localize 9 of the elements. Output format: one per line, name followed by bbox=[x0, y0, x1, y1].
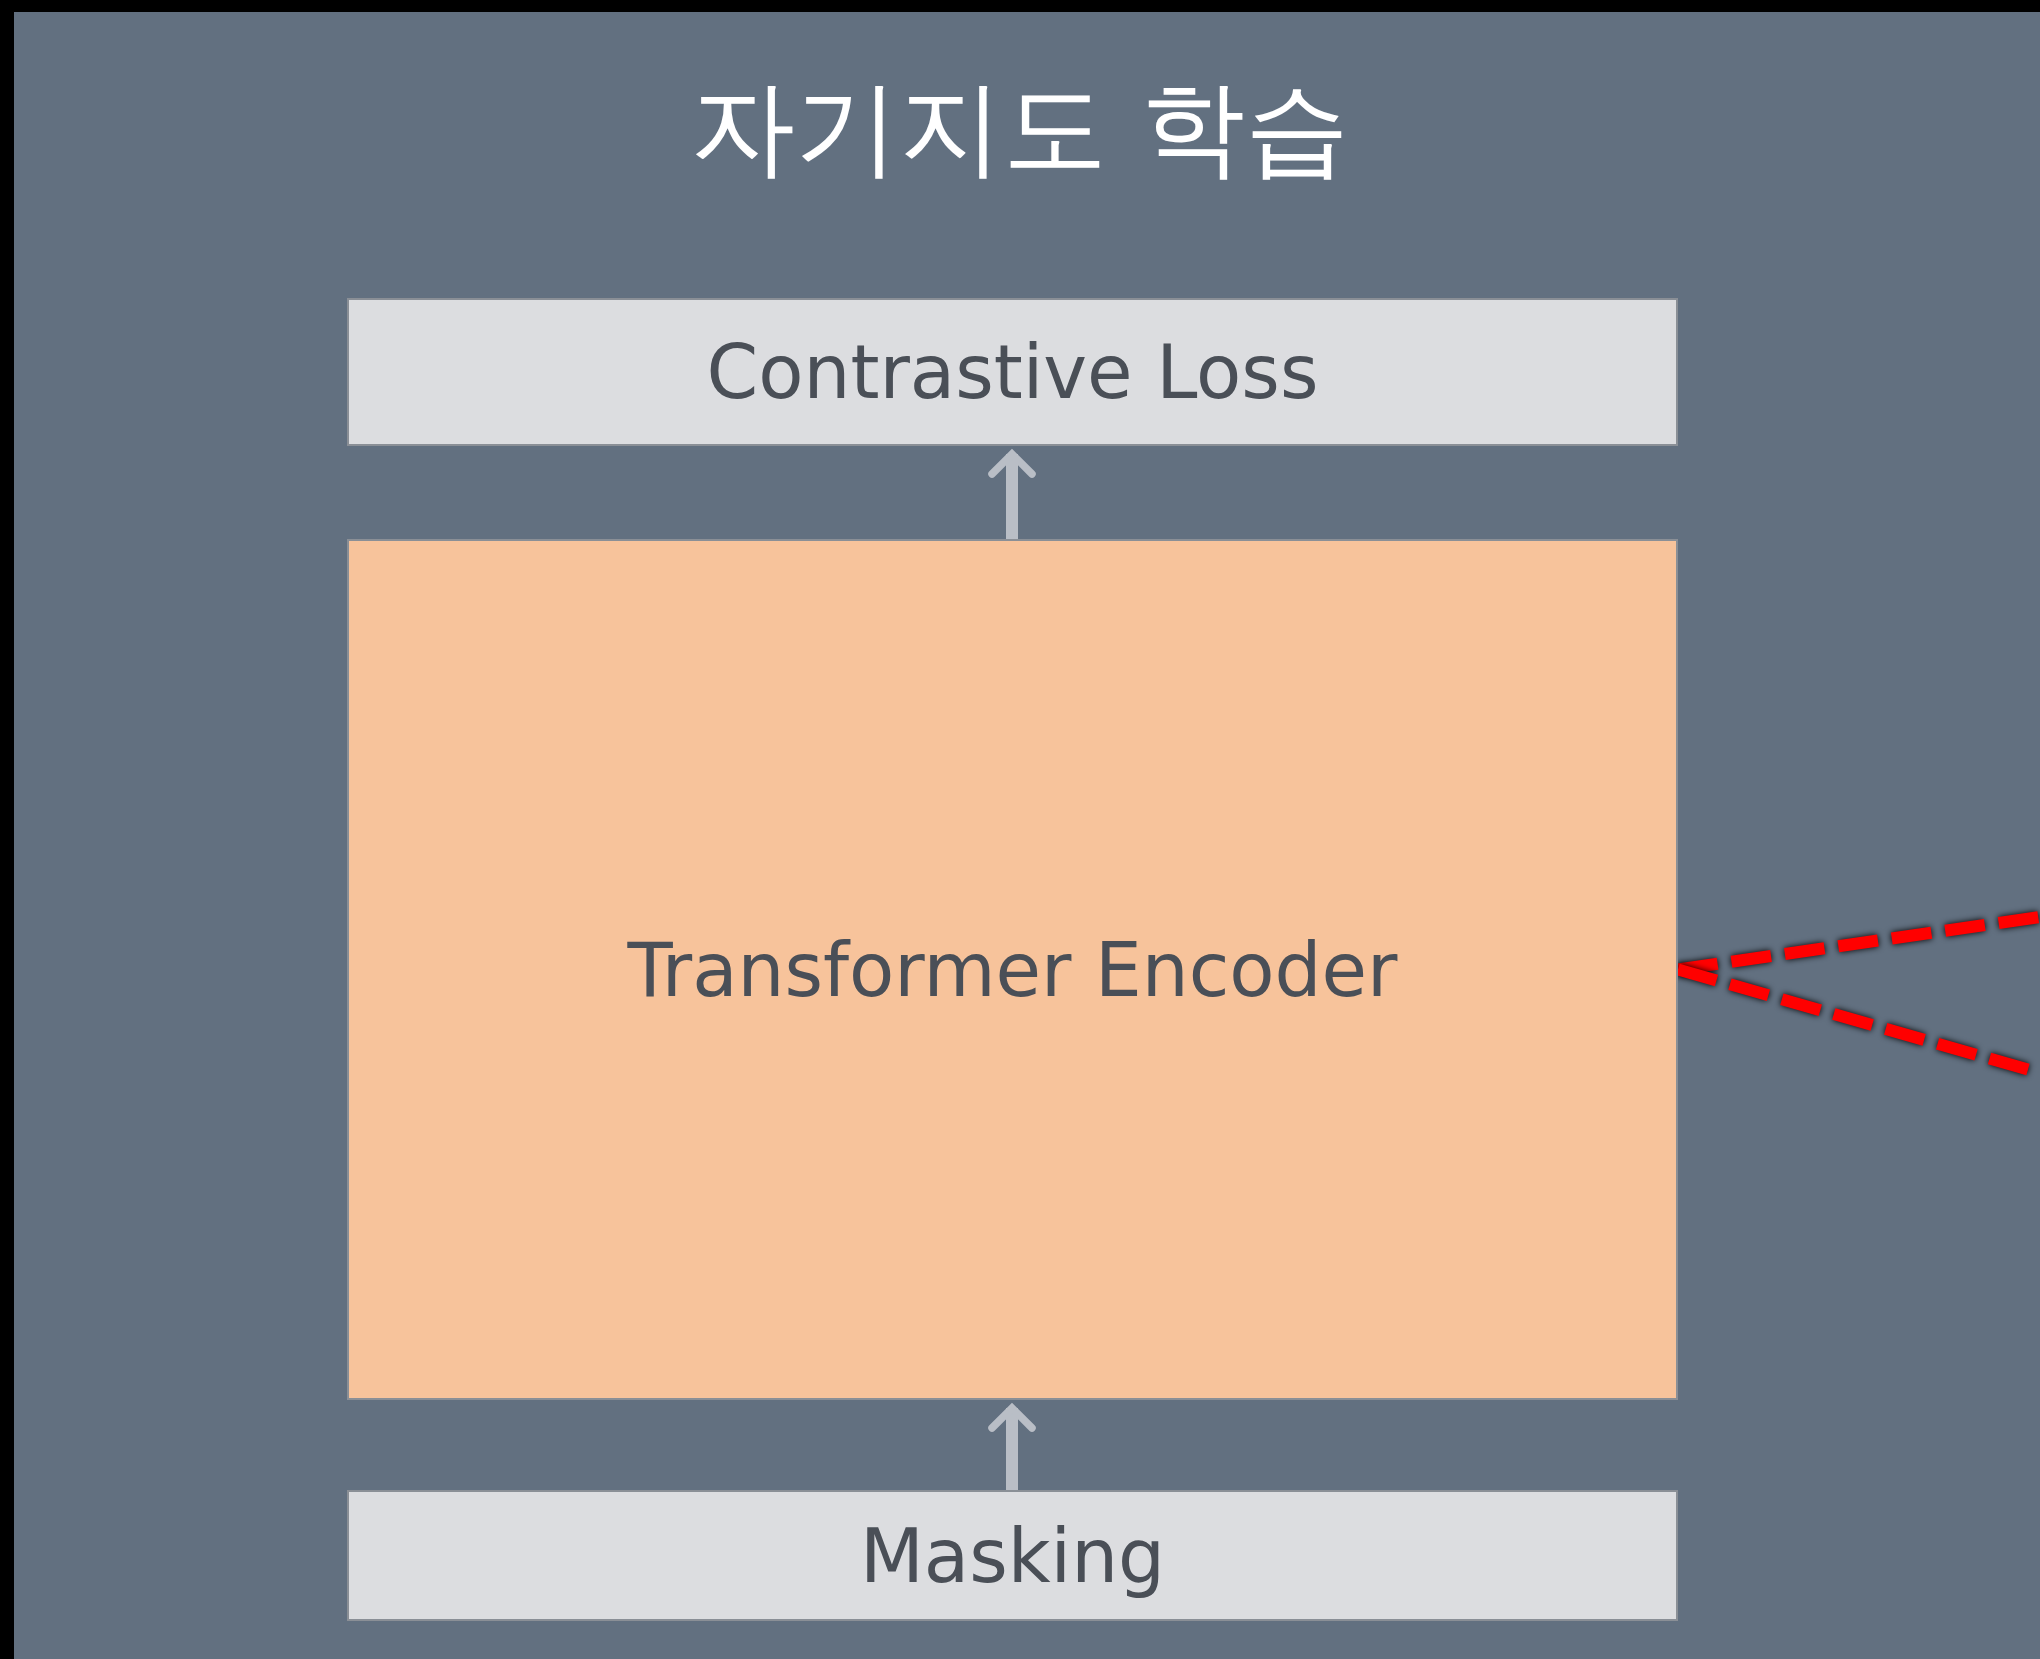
process-box bbox=[347, 1490, 1678, 1621]
encoder-box bbox=[347, 539, 1678, 1400]
process-box bbox=[347, 298, 1678, 446]
node-label: Masking bbox=[859, 1512, 1165, 1599]
arrow bbox=[988, 450, 1036, 539]
node-label: Transformer Encoder bbox=[627, 926, 1398, 1013]
title: 자기지도 학습 bbox=[691, 66, 1349, 191]
arrow bbox=[988, 1404, 1036, 1490]
node-label: Contrastive Loss bbox=[706, 329, 1319, 415]
